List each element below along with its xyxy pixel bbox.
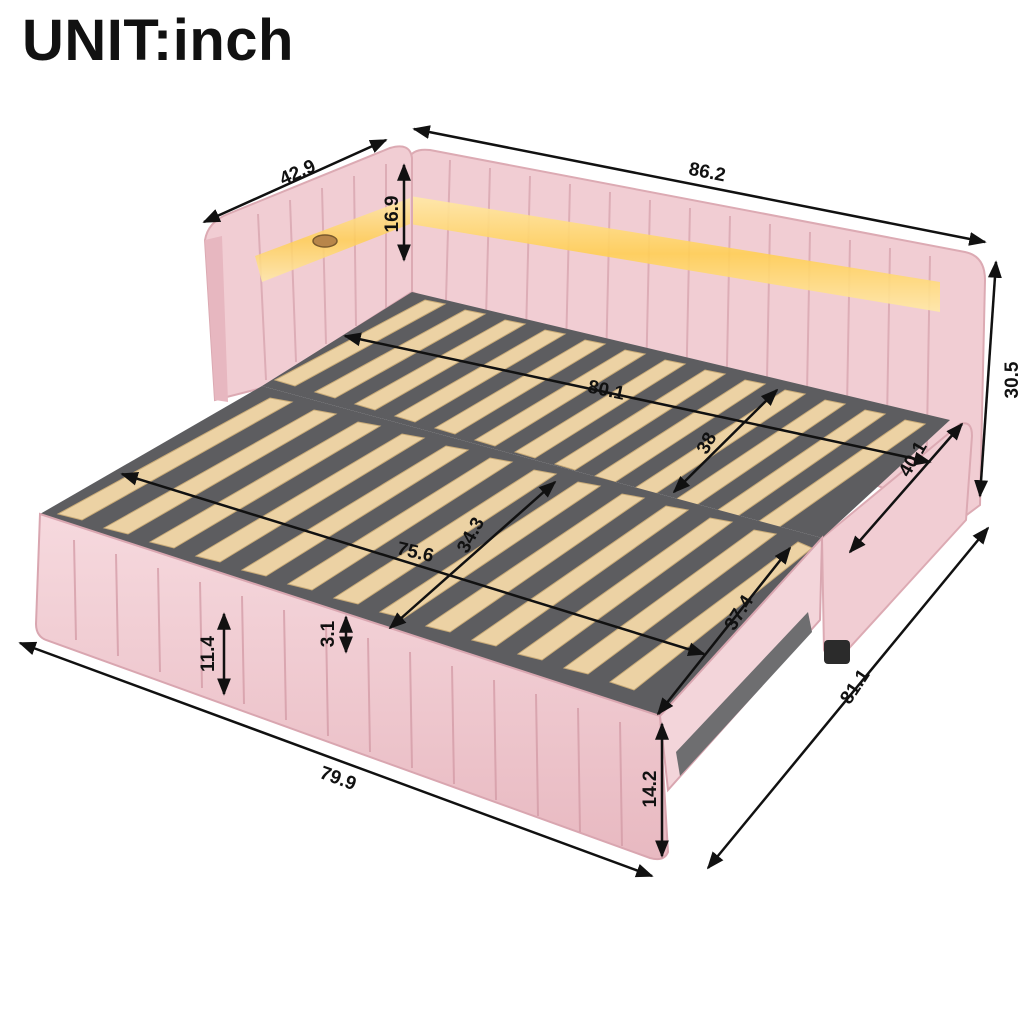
dim-trundle-clearance: 3.1 [318,620,339,647]
unit-title: UNIT:inch [22,8,294,73]
dim-overall-height: 30.5 [1002,361,1023,398]
dim-trundle-front-height: 11.4 [198,636,219,672]
dim-trundle-side-height: 14.2 [640,771,661,808]
dim-overall-length: 86.2 [687,159,727,187]
dimension-lines [18,125,1002,878]
usb-port-icon [312,234,338,248]
dim-trundle-length: 79.9 [317,763,359,795]
dim-light-panel-height: 16.9 [382,196,403,233]
